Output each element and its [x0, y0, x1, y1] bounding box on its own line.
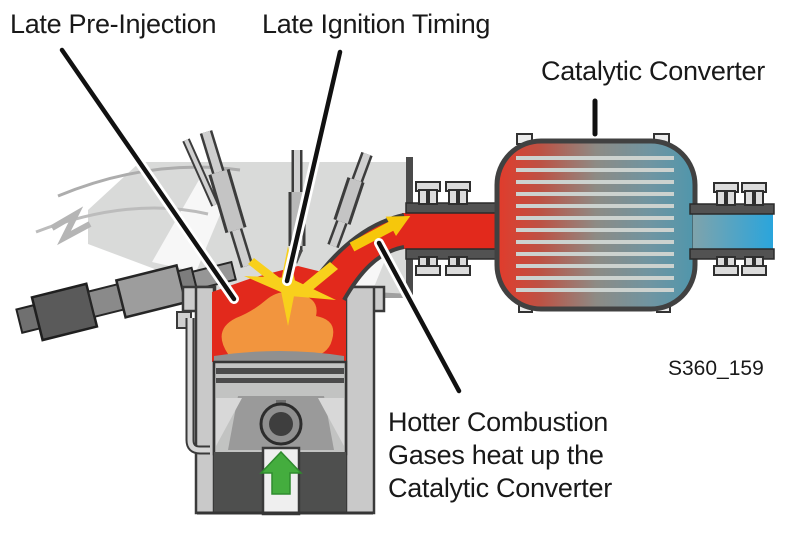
- catalytic-converter: [494, 133, 698, 313]
- piston-crown-shadow: [214, 351, 344, 363]
- label-late-ignition-timing: Late Ignition Timing: [262, 9, 491, 39]
- crankcase: [197, 446, 373, 516]
- piston-ring: [216, 378, 344, 383]
- leader-hotter-gases: [374, 238, 464, 396]
- leader-late-ignition-timing: [282, 47, 345, 286]
- label-late-pre-injection: Late Pre-Injection: [10, 9, 217, 39]
- exhaust-flow-arrow: [349, 216, 411, 252]
- label-catalytic-converter: Catalytic Converter: [541, 56, 765, 86]
- flange-bolt: [741, 182, 767, 206]
- flange-bolt: [415, 256, 441, 276]
- exhaust-valve: [327, 151, 373, 249]
- caption-line-2: Gases heat up the: [388, 440, 604, 470]
- flange-bolt: [741, 256, 767, 276]
- figure-code: S360_159: [668, 357, 764, 380]
- substrate-stripes: [516, 156, 674, 292]
- converter-shell: [494, 138, 698, 312]
- inlet-flange: [405, 181, 505, 276]
- flame: [221, 292, 334, 362]
- leader-lines: [57, 45, 598, 396]
- piston: [212, 360, 348, 456]
- flange-bolt: [445, 181, 471, 205]
- caption-line-3: Catalytic Converter: [388, 473, 612, 503]
- flange-bolt: [415, 181, 441, 205]
- piston-motion-arrow: [259, 450, 303, 495]
- piston-ring: [216, 368, 344, 374]
- caption-hotter-gases: Hotter Combustion Gases heat up the Cata…: [388, 406, 612, 505]
- caption-line-1: Hotter Combustion: [388, 407, 608, 437]
- inlet-pipe-gas: [402, 213, 504, 249]
- chevron-mark: [50, 206, 92, 246]
- flange-bolt: [713, 182, 739, 206]
- leader-late-pre-injection: [57, 45, 239, 304]
- flange-bolt: [445, 256, 471, 276]
- intake-valve: [182, 130, 254, 268]
- flange-bolt: [713, 256, 739, 276]
- exhaust-system: [349, 133, 775, 313]
- outlet-pipe: [689, 182, 775, 276]
- engine: [15, 130, 504, 516]
